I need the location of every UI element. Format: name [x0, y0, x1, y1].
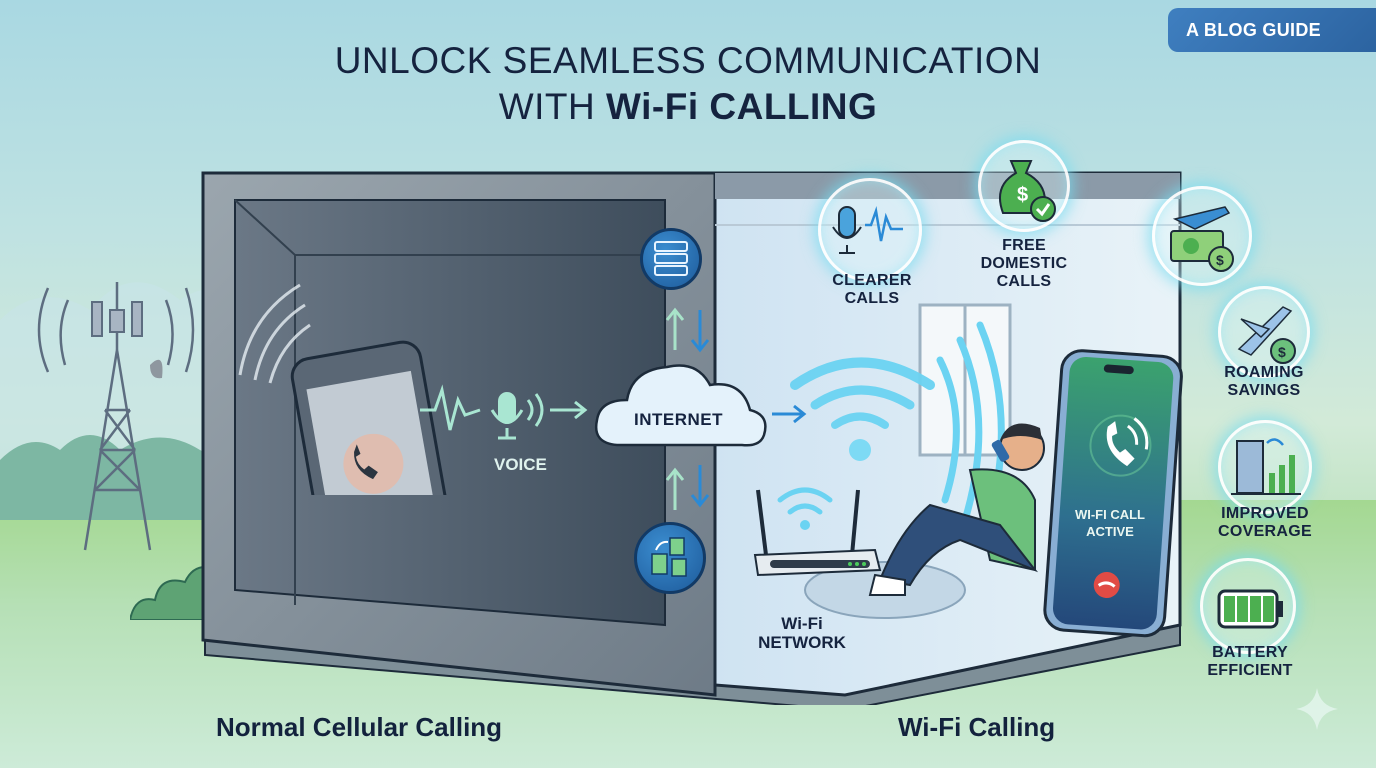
svg-text:$: $ [1278, 344, 1286, 360]
clearer-calls-label: CLEARER CALLS [832, 272, 912, 307]
svg-text:$: $ [1017, 184, 1028, 206]
cellular-phone-icon [238, 283, 457, 495]
arrow-right-icon [772, 404, 807, 424]
blog-guide-badge: A BLOG GUIDE [1168, 8, 1376, 52]
plane-money-icon: $ [1170, 206, 1234, 272]
feature-travel-money: $ [1152, 186, 1252, 286]
money-bag-check-icon: $ [999, 160, 1056, 222]
cloud-icon [594, 364, 767, 447]
voice-label: VOICE [494, 455, 547, 474]
free-domestic-calls-label: FREE DOMESTIC CALLS [980, 237, 1068, 290]
file-transfer-icon [634, 522, 706, 594]
internet-label: INTERNET [634, 410, 723, 429]
cell-tower-icon [0, 282, 220, 551]
person-on-call-illustration [868, 423, 1045, 596]
data-flow-arrows [665, 307, 710, 510]
call-status: WI-FI CALL ACTIVE [1074, 507, 1146, 539]
router-icon [753, 487, 882, 577]
roaming-savings-label: ROAMING SAVINGS [1224, 364, 1304, 399]
microphone-wave-icon [832, 206, 903, 254]
feature-improved-coverage [1218, 420, 1312, 514]
plane-dollar-icon: $ [1237, 306, 1296, 364]
svg-text:$: $ [1216, 252, 1224, 268]
badge-label: A BLOG GUIDE [1186, 19, 1321, 40]
server-icon [640, 228, 702, 290]
room-cutaway [201, 171, 1182, 705]
title-line-1: UNLOCK SEAMLESS COMMUNICATION [334, 40, 1042, 81]
feature-free-domestic-calls: $ [978, 140, 1070, 232]
title-line-2: WITH Wi-Fi CALLING [498, 86, 878, 127]
building-signal-icon [1231, 438, 1301, 495]
sparkle-icon [1296, 688, 1338, 730]
wifi-calling-caption: Wi-Fi Calling [898, 712, 1056, 742]
voice-soundwave-icon [420, 384, 588, 440]
title-emphasis: Wi-Fi CALLING [606, 86, 878, 127]
feature-roaming-savings: $ [1218, 286, 1310, 378]
wifi-network-label: Wi-Fi NETWORK [758, 614, 846, 652]
battery-efficient-label: BATTERY EFFICIENT [1207, 644, 1293, 679]
smartphone-call-icon [1043, 349, 1183, 638]
page-title: UNLOCK SEAMLESS COMMUNICATION WITH Wi-Fi… [0, 38, 1376, 130]
feature-clearer-calls [818, 178, 922, 282]
feature-battery-efficient [1200, 558, 1296, 654]
battery-full-icon [1217, 589, 1283, 629]
improved-coverage-label: IMPROVED COVERAGE [1218, 505, 1312, 540]
normal-cellular-calling-caption: Normal Cellular Calling [216, 712, 503, 742]
